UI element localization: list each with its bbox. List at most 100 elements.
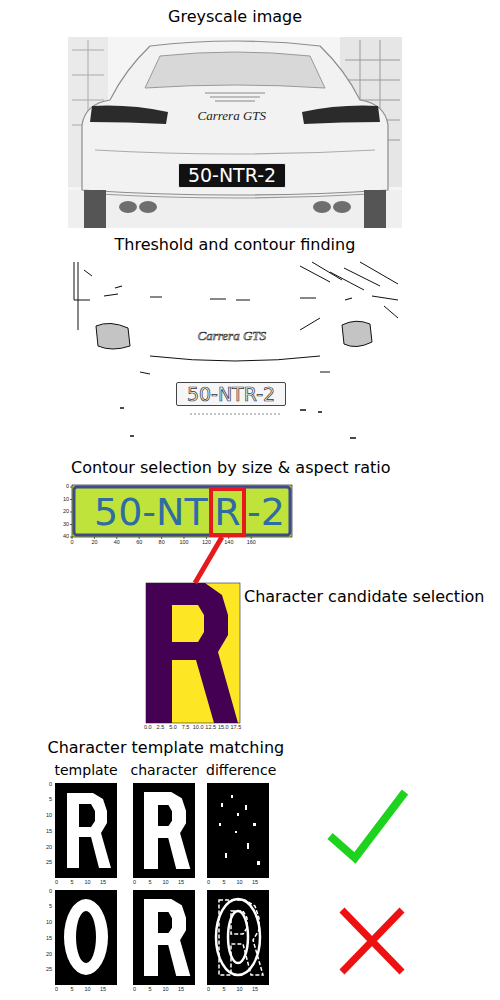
template-panels: [55, 783, 117, 878]
axis-tick: 40: [63, 534, 69, 540]
step-panel: Character candidate selection: [140, 580, 498, 740]
template-panels: [219, 795, 260, 865]
threshold-contours: [140, 356, 330, 374]
axis-tick: 40: [114, 540, 120, 546]
axis-tick: 15: [46, 829, 52, 835]
step-heading: Greyscale image: [168, 8, 302, 26]
greyscale-photo: [82, 41, 388, 195]
template-panels: [133, 783, 195, 878]
threshold-contours: [68, 258, 402, 445]
axis-tick: 10: [85, 987, 91, 993]
axis-tick: 25: [46, 860, 52, 866]
selection-box: R: [209, 487, 246, 537]
axis-tick: 100: [180, 540, 189, 546]
template-panels: [207, 890, 269, 985]
axis-tick: 5: [149, 987, 152, 993]
greyscale-photo: [145, 52, 325, 88]
axis-tick: 5: [149, 880, 152, 886]
template-panels: [133, 890, 195, 985]
greyscale-photo: [95, 150, 375, 154]
greyscale-photo: [364, 190, 386, 228]
axis-tick: 20: [46, 952, 52, 958]
axis-tick: 15: [252, 987, 258, 993]
axis-tick: 7.5: [182, 725, 190, 731]
axis-tick: 10: [163, 987, 169, 993]
candidate-image: [146, 583, 240, 723]
threshold-contours: [190, 414, 280, 415]
axis-tick: 20: [46, 845, 52, 851]
licence-plate: 50-NTR-2: [178, 163, 286, 188]
greyscale-photo: [68, 190, 402, 228]
axis-tick: 12.5: [205, 725, 216, 731]
template-panels: [219, 900, 263, 975]
axis-tick: 2.5: [157, 725, 165, 731]
axis-tick: 0: [49, 889, 52, 895]
template-panels: [64, 899, 108, 975]
axis-tick: 60: [136, 540, 142, 546]
axis-tick: 0: [71, 540, 74, 546]
axis-tick: 10: [85, 880, 91, 886]
step-heading: Character candidate selection: [244, 588, 485, 606]
plate-text: 50-NTR-2: [188, 166, 276, 185]
template-panels: [207, 890, 269, 985]
axis-tick: 140: [224, 540, 233, 546]
licence-plate: 50-NTR-2: [176, 382, 286, 406]
plate-plot: [74, 487, 290, 535]
threshold-contours: [74, 262, 92, 330]
axis-tick: 15: [178, 880, 184, 886]
greyscale-photo: [90, 106, 168, 124]
axis-tick: 10: [237, 987, 243, 993]
column-heading: character: [131, 762, 198, 778]
axis-tick: 80: [159, 540, 165, 546]
threshold-contours: [342, 321, 372, 346]
column-heading: difference: [206, 762, 276, 778]
axis-tick: 0: [55, 987, 58, 993]
template-panels: [207, 783, 269, 878]
candidate-image: [146, 583, 240, 723]
axis-tick: 20: [91, 540, 97, 546]
axis-tick: 5: [71, 987, 74, 993]
threshold-contours: [120, 408, 356, 438]
axis-tick: 10: [63, 497, 69, 503]
step-heading: Threshold and contour finding: [115, 236, 356, 254]
axis-tick: 10: [46, 920, 52, 926]
mismatch-cross: [342, 910, 402, 972]
leader-connector: [195, 537, 222, 583]
template-panels: [145, 793, 189, 868]
axis-tick: 20: [63, 509, 69, 515]
template-panels: [55, 890, 117, 985]
axis-tick: 15: [178, 987, 184, 993]
axis-tick: 25: [46, 967, 52, 973]
image-column: character: [128, 762, 200, 880]
axis-tick: 0: [49, 782, 52, 788]
axis-tick: 10: [237, 880, 243, 886]
plate-text: 50-NTR-2: [187, 385, 275, 404]
axis-tick: 15: [46, 936, 52, 942]
step-panel: R50-NT-2Contour selection by size & aspe…: [40, 457, 430, 549]
axis-tick: 5: [71, 880, 74, 886]
candidate-image: [146, 583, 238, 723]
axis-tick: 5: [49, 797, 52, 803]
axis-tick: 160: [247, 540, 256, 546]
axis-tick: 0: [207, 880, 210, 886]
car-badge: Carrera GTS: [198, 329, 267, 344]
axis-tick: 0: [66, 484, 69, 490]
template-panels: [133, 890, 195, 985]
step-heading: Character template matching: [48, 739, 285, 757]
axis-tick: 10: [163, 880, 169, 886]
axis-tick: 0.0: [144, 725, 152, 731]
template-panels: [145, 900, 189, 975]
plate-plot: [72, 485, 292, 537]
match-check: [330, 792, 405, 858]
axis-tick: 10: [46, 813, 52, 819]
greyscale-photo: [84, 190, 106, 228]
column-heading: template: [55, 762, 118, 778]
greyscale-photo: [68, 37, 402, 228]
template-panels: [55, 783, 269, 985]
plate-plot: [70, 487, 251, 539]
template-panels: [55, 890, 117, 985]
axis-tick: 0: [55, 880, 58, 886]
template-panels: [67, 793, 111, 868]
